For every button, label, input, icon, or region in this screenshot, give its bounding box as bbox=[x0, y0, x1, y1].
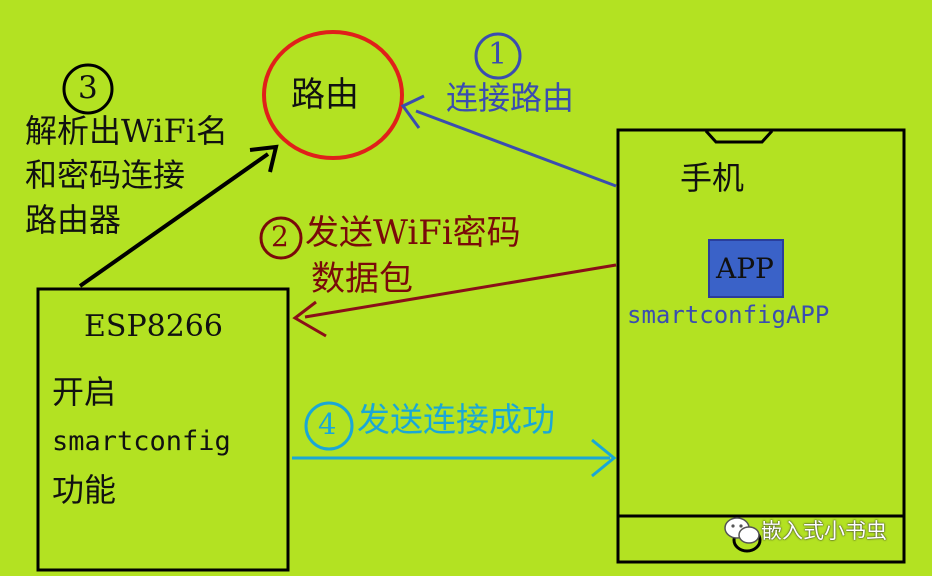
router-label: 路由 bbox=[291, 75, 359, 115]
step-2-text-line2: 数据包 bbox=[311, 259, 413, 299]
step-3-circle bbox=[62, 63, 114, 115]
step-1-circle bbox=[474, 32, 522, 80]
step-4-circle bbox=[304, 401, 354, 451]
step-4-number: 4 bbox=[318, 407, 337, 441]
step-2-text-line1: 发送WiFi密码 bbox=[305, 213, 521, 253]
arrow-esp-to-router-head bbox=[249, 144, 279, 173]
app-name: smartconfigAPP bbox=[627, 301, 830, 329]
step-3-text-line3: 路由器 bbox=[25, 201, 122, 239]
arrow-connect-success-head bbox=[591, 438, 617, 478]
arrow-connect-router bbox=[415, 109, 617, 188]
esp8266-box bbox=[36, 287, 290, 572]
step-4-text: 发送连接成功 bbox=[357, 400, 555, 439]
esp8266-line2: smartconfig bbox=[52, 426, 231, 457]
phone-notch bbox=[704, 129, 774, 144]
step-3-number: 3 bbox=[78, 70, 98, 106]
wechat-icon bbox=[724, 517, 760, 544]
arrow-send-wifi-packet-head bbox=[292, 300, 327, 338]
watermark-text: 嵌入式小书虫 bbox=[761, 519, 887, 543]
step-2-circle bbox=[259, 216, 303, 260]
esp8266-title: ESP8266 bbox=[84, 309, 223, 344]
step-1-number: 1 bbox=[488, 37, 508, 72]
arrow-connect-router-head bbox=[400, 94, 425, 129]
app-box bbox=[708, 239, 784, 298]
esp8266-line1: 开启 bbox=[52, 373, 117, 411]
phone-title: 手机 bbox=[680, 159, 745, 197]
arrow-send-wifi-packet bbox=[304, 263, 617, 319]
app-label: APP bbox=[716, 252, 774, 285]
phone-box bbox=[616, 128, 906, 564]
step-2-number: 2 bbox=[271, 220, 289, 253]
esp8266-line3: 功能 bbox=[52, 471, 117, 509]
step-3-text-line1: 解析出WiFi名 bbox=[25, 112, 229, 150]
step-3-text-line2: 和密码连接 bbox=[25, 156, 186, 194]
router-circle bbox=[262, 30, 404, 160]
arrow-esp-to-router bbox=[78, 152, 270, 288]
step-1-text: 连接路由 bbox=[446, 79, 575, 117]
